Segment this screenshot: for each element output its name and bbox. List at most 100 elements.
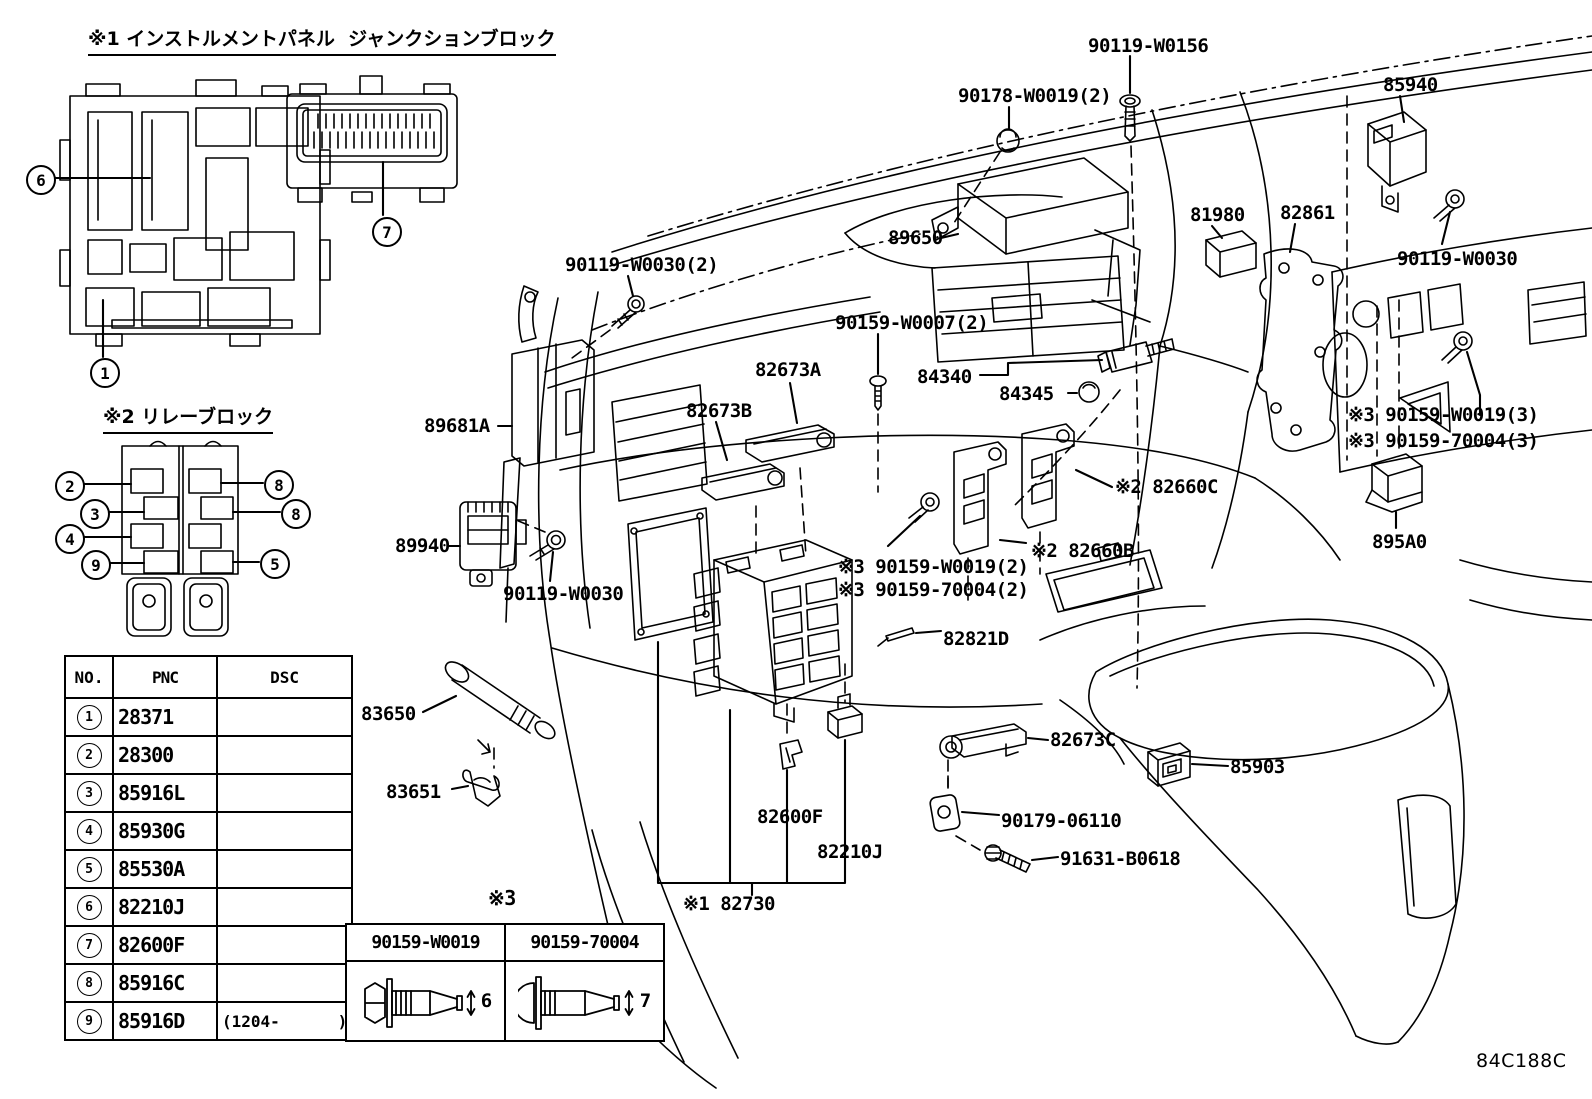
bolt-col-1-dimension: 6 [480, 990, 493, 1012]
part-label-83650: 83650 [361, 703, 416, 725]
col-header-dsc: DSC [215, 655, 354, 699]
part-label-82861: 82861 [1280, 202, 1335, 224]
relay-block-title: ※2 リレーブロック [103, 408, 274, 434]
part-label-90119-w0030-bottom: 90119-W0030 [503, 583, 624, 605]
parts-table-header: NO. PNC DSC [64, 655, 354, 699]
bolt-col-1-part: 90159-W0019 [345, 923, 506, 962]
part-label-90159-70004-x2: ※3 90159-70004(2) [838, 579, 1029, 601]
row-pnc: 85916C [112, 963, 218, 1003]
row-no-badge: 3 [76, 780, 102, 806]
table-row: 5 85530A [64, 849, 354, 889]
part-label-90159-w0019-x3: ※3 90159-W0019(3) [1348, 404, 1539, 426]
bracket-82673b-art [701, 420, 785, 557]
row-no-badge: 8 [76, 970, 102, 996]
callout-9: 9 [81, 550, 111, 580]
callout-8a: 8 [264, 470, 294, 500]
bracket-82861-art [1256, 222, 1344, 452]
part-label-81980: 81980 [1190, 204, 1245, 226]
part-label-82673c: 82673C [1050, 729, 1116, 751]
part-label-83651: 83651 [386, 781, 441, 803]
console-art [1039, 542, 1465, 1045]
part-label-82673a: 82673A [755, 359, 821, 381]
switch-89940-art [446, 501, 527, 587]
row-dsc [215, 849, 354, 889]
relay-85940-art [1367, 94, 1427, 213]
part-label-90119-w0030-right: 90119-W0030 [1397, 248, 1518, 270]
part-label-90119-w0030-x2: 90119-W0030(2) [565, 254, 719, 276]
part-label-90159-70004-x3: ※3 90159-70004(3) [1348, 430, 1539, 452]
row-pnc: 28371 [112, 697, 218, 737]
part-label-82730: ※1 82730 [683, 893, 776, 915]
callout-1: 1 [90, 358, 120, 388]
row-dsc [215, 925, 354, 965]
row-no-badge: 9 [76, 1008, 102, 1034]
table-row: 7 82600F [64, 925, 354, 965]
col-header-pnc: PNC [112, 655, 218, 699]
part-label-90159-w0019-x2: ※3 90159-W0019(2) [838, 556, 1029, 578]
part-label-82660b: ※2 82660B [1031, 540, 1134, 562]
part-label-895a0: 895A0 [1372, 531, 1427, 553]
bolt-note-title: ※3 [488, 886, 516, 910]
callout-4: 4 [55, 524, 85, 554]
bolt-col-2-part: 90159-70004 [504, 923, 665, 962]
part-label-91631-b0618: 91631-B0618 [1060, 848, 1181, 870]
callout-6: 6 [26, 165, 56, 195]
junction-block-art [51, 79, 331, 359]
dashboard-art [537, 35, 1592, 1089]
col-header-no: NO. [64, 655, 114, 699]
part-label-89940: 89940 [395, 535, 450, 557]
bolt-col-2-drawing: 7 [504, 960, 665, 1042]
row-no-badge: 5 [76, 856, 102, 882]
callout-8b: 8 [281, 499, 311, 529]
row-dsc [215, 773, 354, 813]
ecu-89681a-art [496, 285, 595, 623]
bolt-col-2-dimension: 7 [639, 990, 652, 1012]
row-dsc [215, 735, 354, 775]
row-dsc [215, 811, 354, 851]
relay-81980-art [1205, 224, 1257, 278]
bracket-82660c-art [1021, 423, 1114, 575]
part-label-84340: 84340 [917, 366, 972, 388]
row-pnc: 85916L [112, 773, 218, 813]
part-label-90178-w0019: 90178-W0019(2) [958, 85, 1112, 107]
row-pnc: 85530A [112, 849, 218, 889]
part-label-89650: 89650 [888, 227, 943, 249]
row-dsc [215, 887, 354, 927]
table-row: 2 28300 [64, 735, 354, 775]
part-label-89681a: 89681A [424, 415, 490, 437]
table-row: 8 85916C [64, 963, 354, 1003]
callout-7: 7 [372, 217, 402, 247]
part-label-82821d: 82821D [943, 628, 1009, 650]
round-washer-bolt-icon [517, 976, 634, 1030]
row-pnc: 82600F [112, 925, 218, 965]
row-dsc [215, 697, 354, 737]
relay-block-art [80, 440, 282, 637]
part-label-82210j: 82210J [817, 841, 883, 863]
bracket-82660b-art [953, 441, 1028, 601]
row-pnc: 85930G [112, 811, 218, 851]
callout-2: 2 [55, 471, 85, 501]
ecu-89650-art [844, 157, 1129, 269]
row-no-badge: 7 [76, 932, 102, 958]
part-label-82660c: ※2 82660C [1115, 476, 1218, 498]
fuse-box-82730-art [627, 507, 853, 897]
row-dsc: (1204- ) [215, 1001, 354, 1041]
part-label-82673b: 82673B [686, 400, 752, 422]
connector-block-art [286, 75, 458, 217]
row-pnc: 28300 [112, 735, 218, 775]
relay-895a0-art [1365, 299, 1423, 530]
row-no-badge: 2 [76, 742, 102, 768]
part-label-85903: 85903 [1230, 756, 1285, 778]
part-label-82600f: 82600F [757, 806, 823, 828]
fasteners-art [421, 54, 1482, 873]
part-label-90119-w0156: 90119-W0156 [1088, 35, 1209, 57]
part-label-90159-w0007: 90159-W0007(2) [835, 312, 989, 334]
hex-washer-bolt-icon [363, 978, 476, 1028]
row-pnc: 82210J [112, 887, 218, 927]
